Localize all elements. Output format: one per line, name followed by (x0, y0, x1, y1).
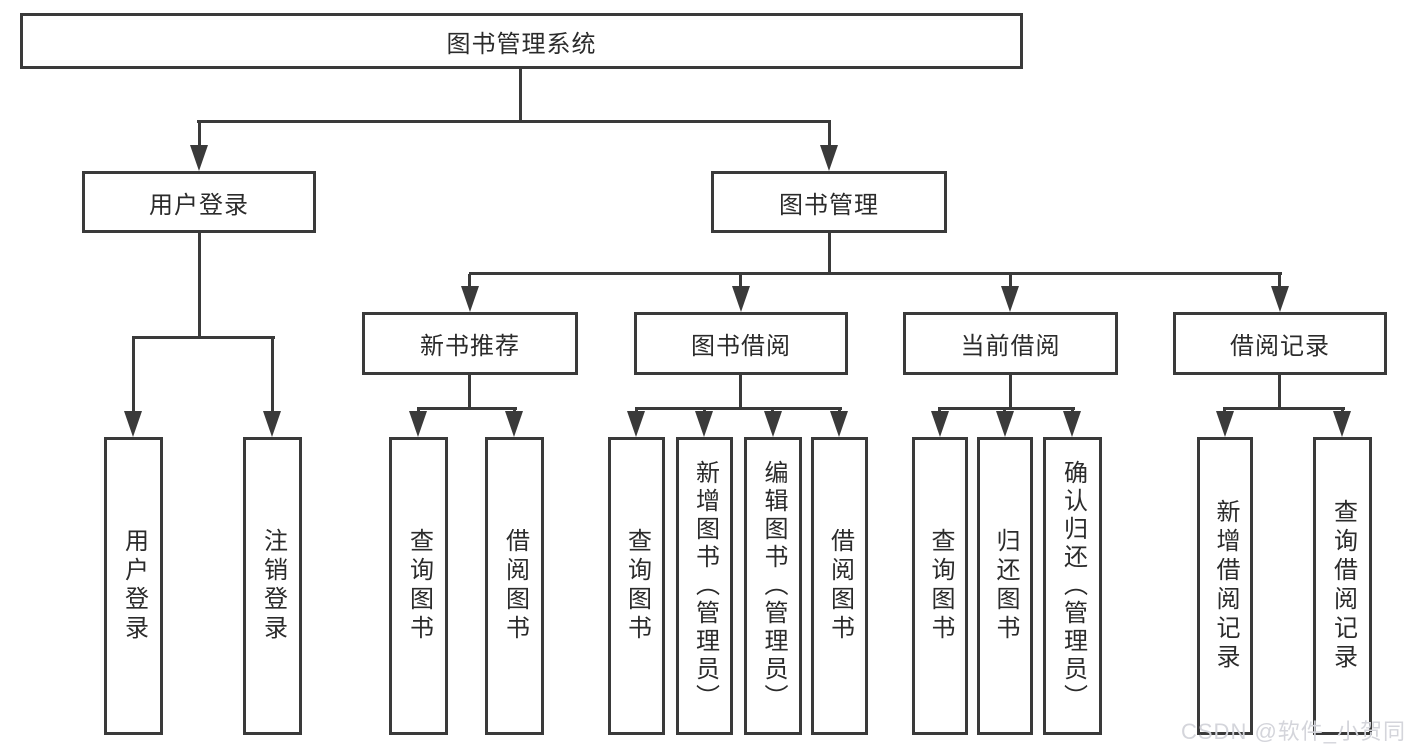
connector-stub-book-mgmt (828, 122, 831, 148)
node-book-management-branch: 图书管理 (711, 171, 947, 233)
leaf-label: 注销登录 (259, 528, 287, 644)
connector-currentborrow-bus (938, 407, 1075, 410)
connector-bookborrow-bus (635, 407, 842, 410)
connector-userlogin-drop (198, 233, 201, 337)
arrowhead-user-login (190, 145, 208, 171)
connector-borrowrecords-bus (1223, 407, 1345, 410)
connector-newbooks-bus (417, 407, 517, 410)
leaf-label: 归还图书 (992, 528, 1019, 644)
node-root-library-system: 图书管理系统 (20, 13, 1023, 69)
arrowhead-e1 (1216, 411, 1234, 437)
leaf-label: 确认归还（管理员） (1059, 460, 1087, 712)
node-leaf-return-books: 归还图书 (977, 437, 1033, 735)
node-leaf-search-borrow-record: 查询借阅记录 (1313, 437, 1372, 735)
arrowhead-c3 (764, 411, 782, 437)
arrowhead-leaf-logout (263, 411, 281, 437)
connector-stub-leaf-logout (271, 338, 274, 412)
node-leaf-search-books-borrowing: 查询图书 (608, 437, 665, 735)
node-leaf-borrow-books-recommend: 借阅图书 (485, 437, 544, 735)
arrowhead-d3 (1063, 411, 1081, 437)
node-section-new-book-recommend: 新书推荐 (362, 312, 578, 375)
leaf-label: 查询图书 (405, 528, 433, 644)
arrowhead-book-borrow (732, 286, 750, 312)
connector-stub-new-books (468, 274, 471, 288)
connector-stub-book-borrow (739, 274, 742, 288)
leaf-label: 新增借阅记录 (1212, 499, 1239, 673)
arrowhead-b1 (409, 411, 427, 437)
leaf-label: 借阅图书 (501, 528, 529, 644)
node-leaf-confirm-return-admin: 确认归还（管理员） (1043, 437, 1102, 735)
connector-bookmgmt-drop (828, 233, 831, 274)
node-user-login-branch: 用户登录 (82, 171, 316, 233)
connector-stub-borrow-records (1278, 274, 1281, 288)
node-leaf-borrow-books: 借阅图书 (811, 437, 868, 735)
node-leaf-logout: 注销登录 (243, 437, 302, 735)
node-leaf-add-books-admin: 新增图书（管理员） (676, 437, 733, 735)
node-leaf-add-borrow-record: 新增借阅记录 (1197, 437, 1253, 735)
arrowhead-current-borrow (1001, 286, 1019, 312)
node-leaf-search-books-recommend: 查询图书 (389, 437, 448, 735)
arrowhead-c2 (695, 411, 713, 437)
node-leaf-edit-books-admin: 编辑图书（管理员） (744, 437, 802, 735)
leaf-label: 用户登录 (120, 528, 148, 644)
connector-level1-bus (197, 120, 831, 123)
connector-userlogin-bus (132, 336, 275, 339)
leaf-label: 查询借阅记录 (1329, 499, 1357, 673)
leaf-label: 查询图书 (927, 528, 954, 644)
node-section-borrowing-records: 借阅记录 (1173, 312, 1387, 375)
arrowhead-d1 (931, 411, 949, 437)
arrowhead-new-books (461, 286, 479, 312)
connector-borrowrecords-drop (1278, 375, 1281, 409)
connector-stub-user-login (198, 122, 201, 148)
arrowhead-leaf-login (124, 411, 142, 437)
node-leaf-user-login: 用户登录 (104, 437, 163, 735)
arrowhead-c1 (627, 411, 645, 437)
arrowhead-book-mgmt (820, 145, 838, 171)
node-section-current-borrowing: 当前借阅 (903, 312, 1118, 375)
connector-newbooks-drop (468, 375, 471, 409)
arrowhead-c4 (830, 411, 848, 437)
node-section-book-borrowing: 图书借阅 (634, 312, 848, 375)
connector-currentborrow-drop (1009, 375, 1012, 409)
arrowhead-e2 (1333, 411, 1351, 437)
leaf-label: 新增图书（管理员） (691, 460, 719, 712)
node-leaf-search-books-current: 查询图书 (912, 437, 968, 735)
connector-bookborrow-drop (739, 375, 742, 409)
csdn-watermark: CSDN @软件_小贺同学 (1181, 719, 1405, 744)
connector-stub-current-borrow (1009, 274, 1012, 288)
leaf-label: 借阅图书 (826, 528, 854, 644)
arrowhead-borrow-records (1271, 286, 1289, 312)
connector-sections-bus (469, 272, 1282, 275)
connector-stub-leaf-login (132, 338, 135, 412)
leaf-label: 查询图书 (623, 528, 651, 644)
connector-root-drop (519, 69, 522, 122)
leaf-label: 编辑图书（管理员） (760, 460, 787, 712)
arrowhead-d2 (996, 411, 1014, 437)
arrowhead-b2 (505, 411, 523, 437)
